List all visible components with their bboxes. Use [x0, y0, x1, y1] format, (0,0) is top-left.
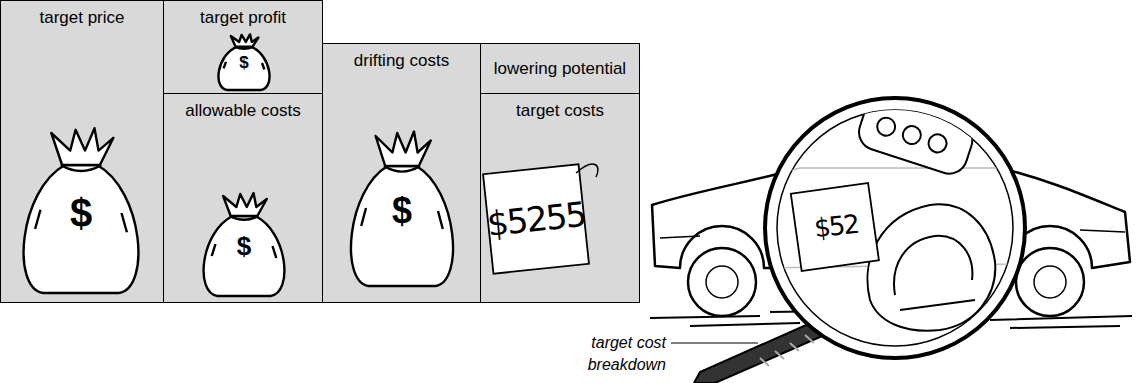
cost-box: allowable costs $	[163, 93, 323, 303]
engine-part	[854, 85, 980, 179]
callout-label: target cost breakdown	[562, 332, 666, 376]
money-bag	[323, 44, 482, 304]
dollar-sign: $	[237, 231, 251, 262]
box-title: lowering potential	[487, 58, 633, 79]
box-title: allowable costs	[170, 100, 316, 121]
leader-line	[671, 342, 758, 343]
cost-box: drifting costs $	[322, 43, 481, 303]
cost-box: target profit $	[163, 0, 323, 94]
price-tag-small	[791, 183, 879, 271]
cost-box: target costs$5255	[480, 93, 640, 303]
dollar-sign: $	[392, 190, 412, 232]
dollar-sign: $	[239, 53, 248, 73]
magnifier	[652, 85, 1130, 383]
box-title: target profit	[170, 7, 316, 28]
box-title: drifting costs	[329, 50, 474, 71]
money-bag	[164, 94, 324, 304]
money-bag	[1, 1, 165, 304]
dollar-sign: $	[70, 191, 92, 236]
cost-box: lowering potential	[480, 43, 640, 94]
cost-box: target price $	[0, 0, 164, 303]
box-title: target price	[7, 7, 157, 28]
car-part	[868, 204, 996, 330]
box-title: target costs	[487, 100, 633, 121]
price-value: $52	[813, 209, 860, 243]
